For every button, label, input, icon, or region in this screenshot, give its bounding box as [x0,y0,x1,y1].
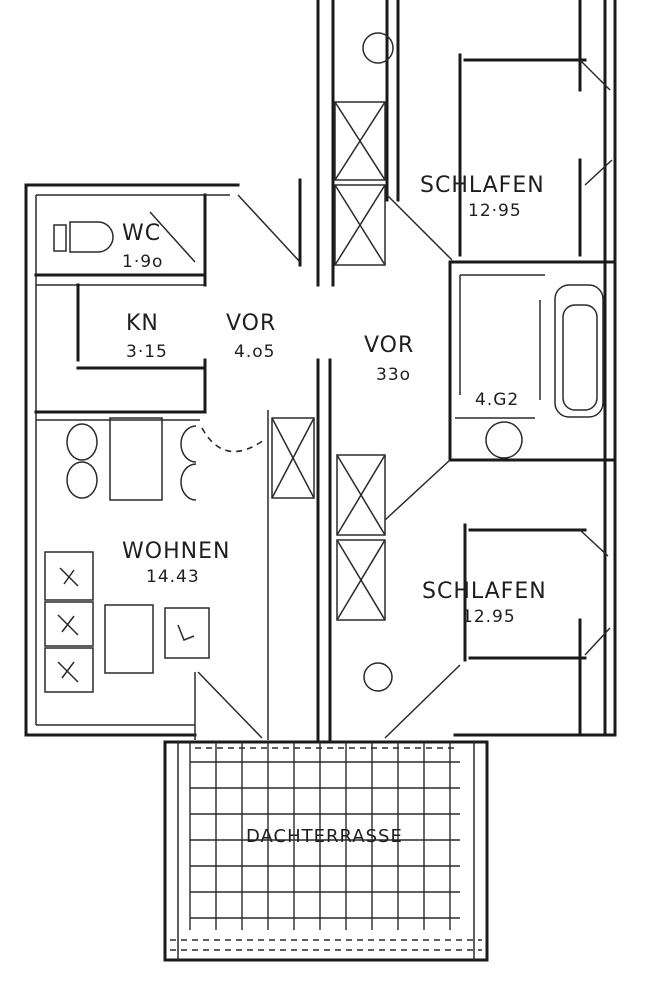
schlafen1-area: 12·95 [468,201,522,221]
shaft-crosses [271,32,394,692]
wc-name: WC [122,221,161,246]
vor1-area: 4.o5 [234,342,275,362]
bad-area: 4.G2 [475,390,519,410]
wohnen-name: WOHNEN [122,539,230,564]
wc-area: 1·9o [122,252,163,272]
kn-name: KN [126,311,159,336]
kn-area: 3·15 [126,342,168,362]
wohnen-area: 14.43 [146,567,200,587]
vor2-area: 33o [376,365,411,385]
schlafen2-area: 12.95 [462,607,516,627]
fixtures [44,221,523,693]
vor2-name: VOR [364,333,414,358]
room-labels: WC 1·9o KN 3·15 VOR 4.o5 VOR 33o SCHLAFE… [122,173,547,847]
schlafen2-name: SCHLAFEN [422,579,547,604]
terrace-tiles [163,740,489,962]
schlafen1-name: SCHLAFEN [420,173,545,198]
terrasse-name: DACHTERRASSE [246,826,403,847]
walls [24,0,617,742]
vor1-name: VOR [226,311,276,336]
